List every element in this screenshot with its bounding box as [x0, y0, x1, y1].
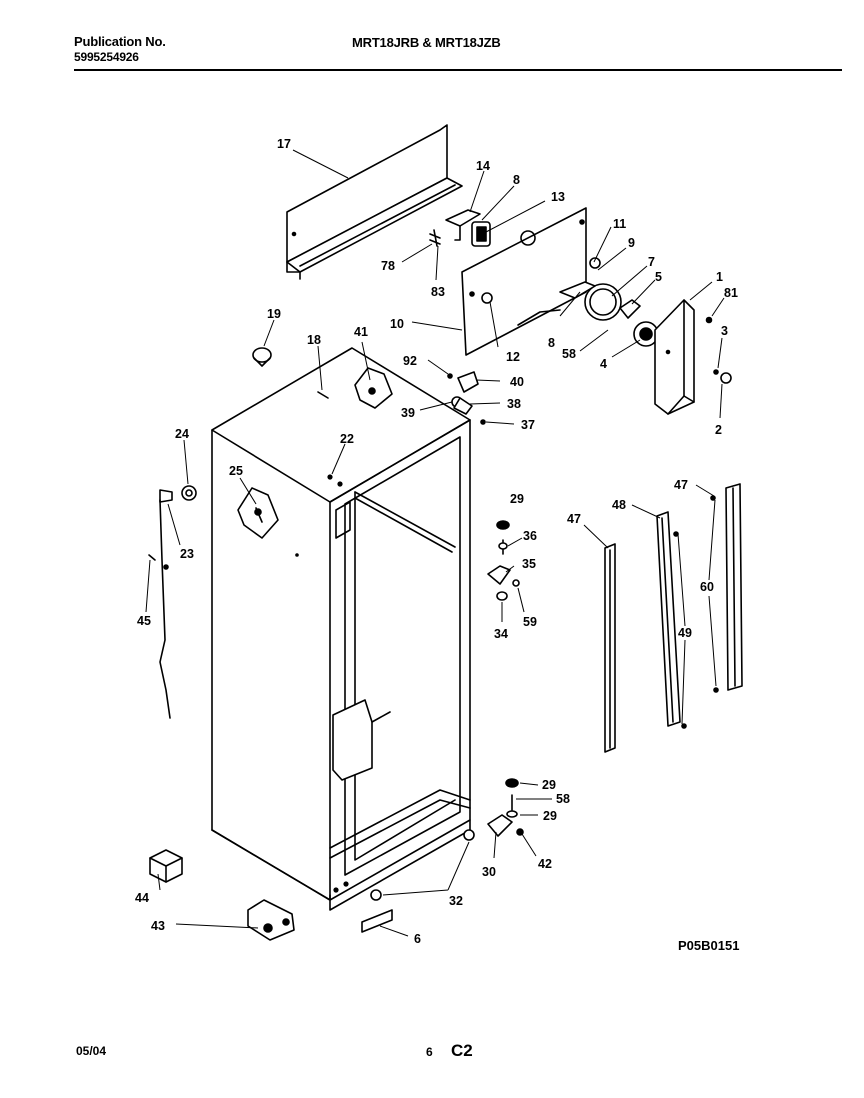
callout: 81 — [724, 286, 738, 300]
footer-date: 05/04 — [76, 1044, 107, 1058]
callout: 29 — [542, 778, 556, 792]
callout: 18 — [307, 333, 321, 347]
callout: 48 — [612, 498, 626, 512]
callout: 3 — [721, 324, 728, 338]
callout: 29 — [510, 492, 524, 506]
callout: 44 — [135, 891, 149, 905]
top-grille-panel — [286, 124, 463, 280]
footer-section: C2 — [451, 1041, 473, 1060]
callout: 4 — [600, 357, 607, 371]
part-6 — [361, 909, 393, 933]
foot-32 — [463, 829, 475, 841]
foot-32b — [370, 889, 382, 901]
callout: 45 — [137, 614, 151, 628]
fan-assembly — [559, 257, 659, 347]
callout: 39 — [401, 406, 415, 420]
callout: 17 — [277, 137, 291, 151]
part-18 — [317, 391, 329, 399]
callout: 29 — [543, 809, 557, 823]
damper-bracket — [429, 209, 491, 247]
callout: 5 — [655, 270, 662, 284]
callout: 58 — [556, 792, 570, 806]
publication-label: Publication No. — [74, 34, 166, 49]
callout: 12 — [506, 350, 520, 364]
callout: 40 — [510, 375, 524, 389]
bottom-hinge — [487, 778, 524, 837]
publication-number: 5995254926 — [74, 50, 139, 64]
callout: 32 — [449, 894, 463, 908]
callout: 1 — [716, 270, 723, 284]
door-rail-center — [656, 511, 687, 729]
callout: 7 — [648, 255, 655, 269]
center-hinge — [487, 520, 520, 601]
part-44 — [149, 849, 183, 883]
callout: 10 — [390, 317, 404, 331]
footer-page: 6 — [426, 1045, 433, 1059]
callout: 41 — [354, 325, 368, 339]
top-hinge — [447, 371, 486, 425]
callout-labels: 17 14 8 13 11 9 7 5 1 81 3 2 4 58 8 12 1… — [135, 137, 738, 946]
callout: 42 — [538, 857, 552, 871]
side-bracket — [237, 487, 279, 539]
callout: 58 — [562, 347, 576, 361]
callout: 43 — [151, 919, 165, 933]
callout: 83 — [431, 285, 445, 299]
diagram-code: P05B0151 — [678, 938, 739, 953]
leader-lines — [145, 149, 725, 937]
callout: 11 — [613, 217, 626, 231]
callout: 22 — [340, 432, 354, 446]
callout: 30 — [482, 865, 496, 879]
callout: 37 — [521, 418, 535, 432]
callout: 8 — [548, 336, 555, 350]
callout: 2 — [715, 423, 722, 437]
top-bracket — [354, 367, 393, 409]
callout: 92 — [403, 354, 417, 368]
callout: 6 — [414, 932, 421, 946]
callout: 24 — [175, 427, 189, 441]
callout: 38 — [507, 397, 521, 411]
callout: 47 — [567, 512, 581, 526]
callout: 47 — [674, 478, 688, 492]
callout: 35 — [522, 557, 536, 571]
callout: 19 — [267, 307, 281, 321]
callout: 8 — [513, 173, 520, 187]
callout: 14 — [476, 159, 490, 173]
plug-19 — [252, 347, 272, 367]
callout: 23 — [180, 547, 194, 561]
roller-bracket-43 — [247, 899, 295, 941]
header-rule — [74, 69, 842, 71]
callout: 49 — [678, 626, 692, 640]
callout: 13 — [551, 190, 565, 204]
control-housing — [654, 299, 732, 415]
callout: 78 — [381, 259, 395, 273]
callout: 36 — [523, 529, 537, 543]
door-rail-right — [710, 483, 743, 693]
callout: 60 — [700, 580, 714, 594]
callout: 25 — [229, 464, 243, 478]
callout: 34 — [494, 627, 508, 641]
drain-tube — [148, 485, 197, 719]
model-numbers: MRT18JRB & MRT18JZB — [352, 35, 501, 50]
callout: 59 — [523, 615, 537, 629]
callout: 9 — [628, 236, 635, 250]
door-rail-left — [604, 543, 616, 753]
refrigerator-cabinet — [211, 347, 471, 911]
